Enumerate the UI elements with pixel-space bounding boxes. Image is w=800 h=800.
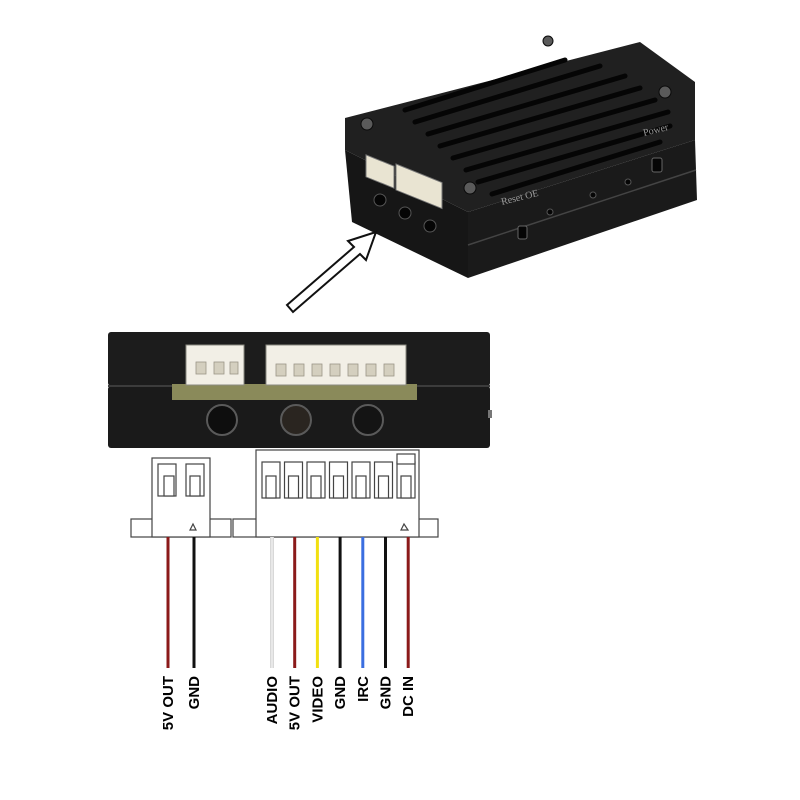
socket-pin	[275, 363, 287, 377]
connector-cell-slot	[265, 475, 277, 499]
wire-label: DC IN	[400, 676, 417, 717]
wire-label: IRC	[355, 676, 372, 702]
device-perspective-view: Power Reset OE	[345, 35, 697, 278]
wire-label: GND	[332, 676, 349, 710]
connector-large-pins	[275, 363, 395, 377]
power-switch-icon	[651, 157, 663, 173]
side-hole-icon	[589, 191, 597, 199]
socket-pin	[329, 363, 341, 377]
wire-label: GND	[186, 676, 203, 710]
socket-pin	[383, 363, 395, 377]
arrow-icon	[285, 230, 378, 314]
case-top-face	[345, 42, 695, 212]
connector-latch	[396, 453, 416, 465]
hole-icon	[280, 404, 312, 436]
connector-cell-slot	[400, 475, 412, 499]
wire-label: 5V OUT	[287, 676, 304, 730]
socket-pin	[293, 363, 305, 377]
pcb-edge	[172, 384, 417, 400]
pin1-marker-icon	[400, 522, 410, 531]
side-hole-icon	[546, 208, 554, 216]
wire-label: GND	[378, 676, 395, 710]
wires	[166, 537, 410, 668]
connector-cell-slot	[287, 475, 300, 499]
reset-button-icon	[517, 225, 528, 240]
connector-cell-slot	[310, 475, 322, 499]
wire-label: VIDEO	[309, 676, 326, 723]
wire-labels: 5V OUT GND AUDIO 5V OUT VIDEO GND IRC GND DC IN	[160, 676, 417, 731]
socket-pin	[311, 363, 323, 377]
connector-large-drawing	[232, 449, 439, 538]
device-front-view	[108, 332, 492, 448]
connector-small-drawing	[130, 457, 232, 538]
side-hole-icon	[624, 178, 632, 186]
side-port-icon	[488, 410, 492, 418]
connector-cell-slot	[355, 475, 367, 499]
front-connector-large	[395, 163, 443, 210]
hole-icon	[352, 404, 384, 436]
cooling-fins	[402, 57, 673, 197]
connector-small-pins	[195, 361, 239, 375]
wire-label: 5V OUT	[160, 676, 177, 730]
hole-icon	[206, 404, 238, 436]
socket-pin	[347, 363, 359, 377]
connector-cell-slot	[377, 475, 390, 499]
wire-label: AUDIO	[264, 676, 281, 725]
front-connector-small	[365, 154, 395, 189]
socket-pin	[365, 363, 377, 377]
case-seam	[467, 169, 697, 246]
case-side-face	[468, 140, 697, 278]
pin1-marker-icon	[189, 522, 197, 531]
screw-icon	[360, 35, 672, 195]
front-holes	[373, 193, 437, 233]
connector-cell-slot	[332, 475, 345, 499]
front-holes	[206, 404, 384, 436]
